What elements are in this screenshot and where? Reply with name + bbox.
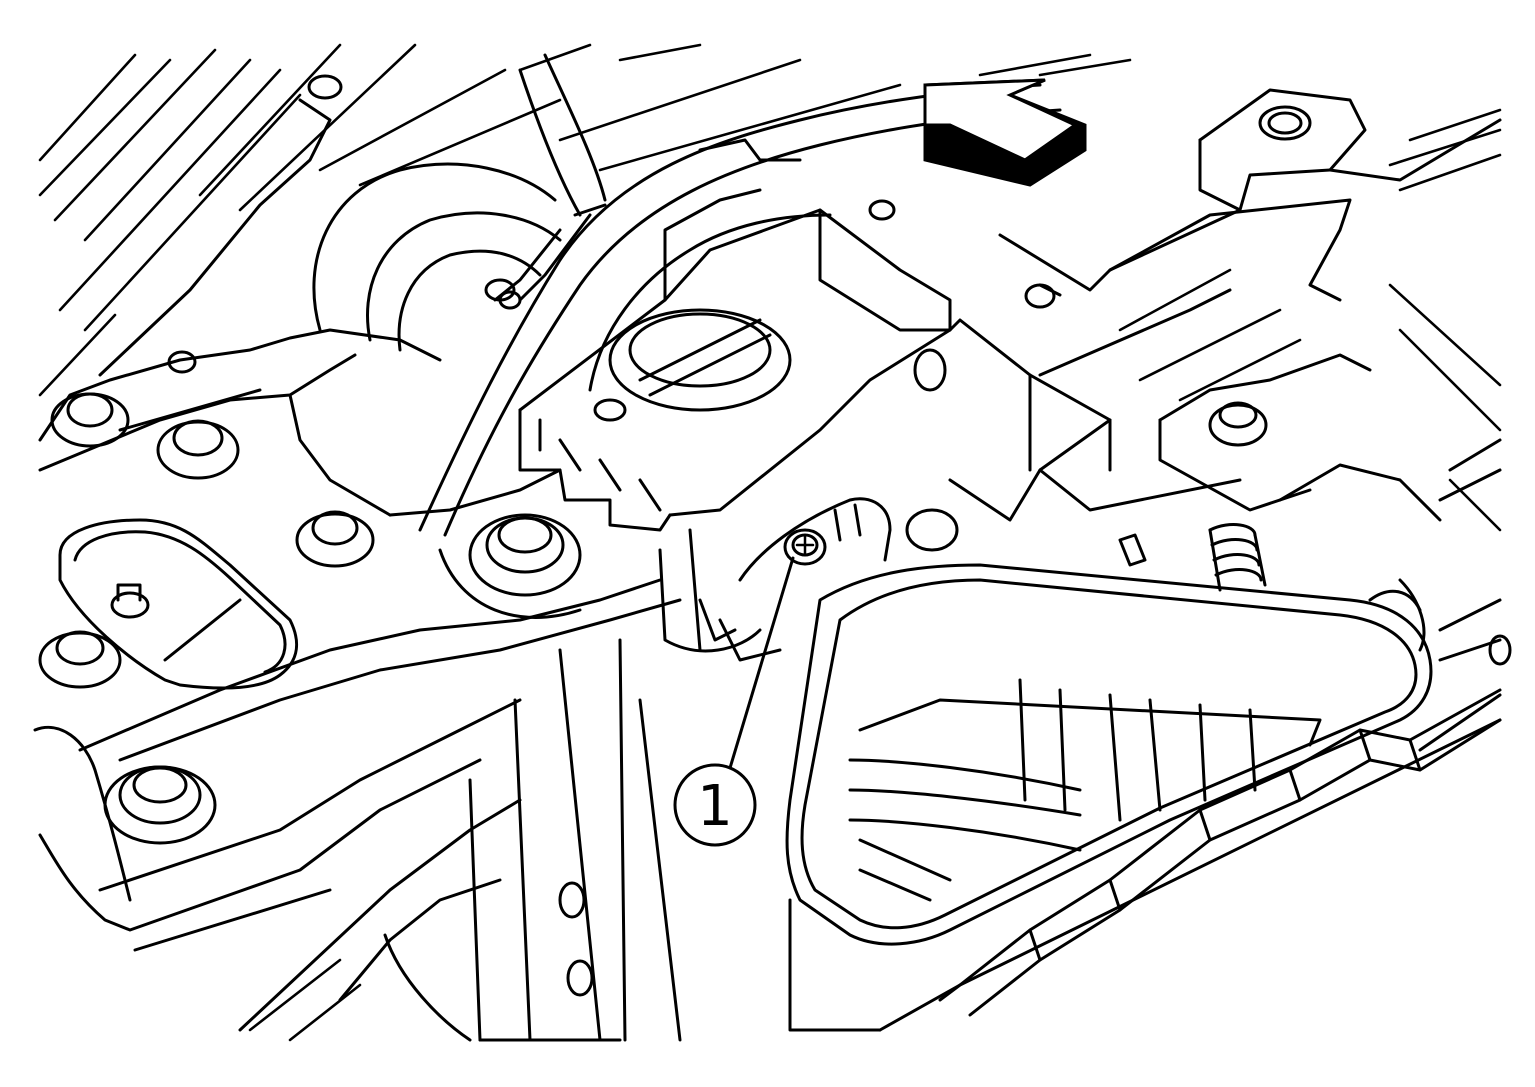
coil-spring xyxy=(1118,523,1267,592)
bolt-center xyxy=(438,513,582,619)
bolt-left-5 xyxy=(103,765,217,845)
background-hatching-right xyxy=(1118,108,1502,532)
callout-1-circle xyxy=(673,763,757,847)
mid-right-contours xyxy=(1038,438,1502,652)
lower-left-body xyxy=(33,578,682,1042)
wire-harness xyxy=(418,53,1062,537)
right-bracket xyxy=(998,88,1502,309)
small-pin-left xyxy=(167,74,343,374)
bolt-left-2 xyxy=(156,419,240,480)
valve-body-top xyxy=(518,138,952,532)
left-slot-window xyxy=(58,518,299,690)
lower-right-flange xyxy=(788,598,1512,1032)
bolt-left-1 xyxy=(50,392,130,448)
screw-1 xyxy=(783,528,827,566)
left-bracket-plate xyxy=(38,98,562,517)
oil-pan-body xyxy=(785,563,1433,946)
callout-1-label: 1 xyxy=(697,774,733,839)
front-direction-arrow-icon xyxy=(923,78,1087,187)
rotary-disc xyxy=(593,308,959,552)
central-pillar xyxy=(468,638,682,1042)
bolt-left-4 xyxy=(38,630,122,689)
background-hatching-top-left xyxy=(38,43,417,397)
cylindrical-housing xyxy=(312,162,562,352)
bolt-left-3 xyxy=(295,510,375,568)
center-lower-contour xyxy=(658,497,892,662)
callout-1: 1 xyxy=(673,556,795,847)
